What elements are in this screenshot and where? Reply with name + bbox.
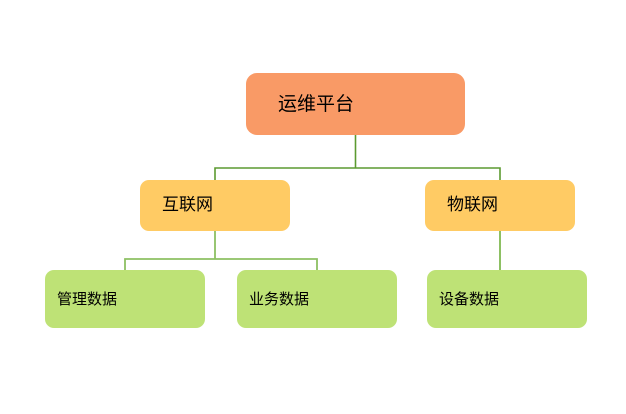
- node-label-business-data: 业务数据: [249, 289, 310, 308]
- edge-internet-children: [124, 231, 318, 270]
- edge-internet-biz: [215, 258, 318, 270]
- node-label-management-data: 管理数据: [57, 289, 118, 308]
- node-iot[interactable]: 物联网: [425, 180, 575, 231]
- edge-root-internet: [214, 167, 356, 180]
- node-label-device-data: 设备数据: [439, 289, 500, 308]
- node-internet[interactable]: 互联网: [140, 180, 290, 231]
- edge-internet-mgmt: [124, 258, 215, 270]
- node-device-data[interactable]: 设备数据: [427, 270, 587, 328]
- node-label-root: 运维平台: [278, 92, 355, 115]
- edge-root-children: [214, 135, 501, 180]
- node-root-ops-platform[interactable]: 运维平台: [246, 73, 465, 135]
- node-label-iot: 物联网: [447, 195, 498, 216]
- node-label-internet: 互联网: [162, 195, 213, 216]
- node-business-data[interactable]: 业务数据: [237, 270, 397, 328]
- node-management-data[interactable]: 管理数据: [45, 270, 205, 328]
- edge-root-iot: [355, 167, 501, 180]
